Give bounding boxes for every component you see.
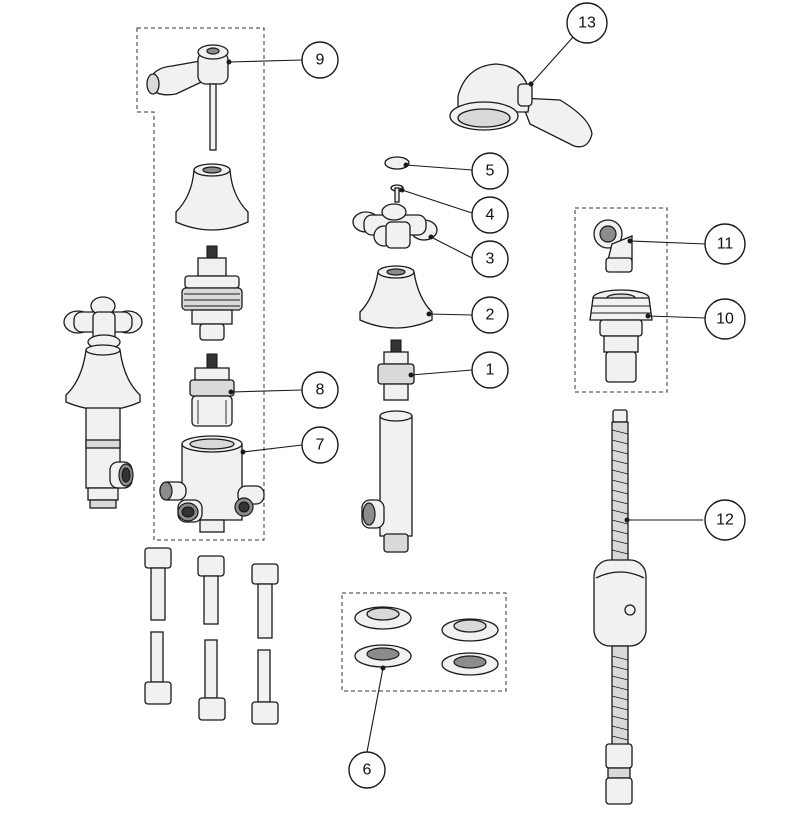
part-8-flow-cartridge xyxy=(189,353,235,427)
callout-9-label: 9 xyxy=(316,52,325,69)
callout-13: 13 xyxy=(566,2,608,44)
callout-13-label: 13 xyxy=(578,15,596,32)
callout-11: 11 xyxy=(704,223,746,265)
callout-4: 4 xyxy=(471,196,509,234)
leader-lines xyxy=(228,35,707,753)
part-9-diverter-lever xyxy=(146,44,232,151)
diverter-shroud xyxy=(175,163,249,231)
callout-1: 1 xyxy=(471,351,509,389)
callout-7: 7 xyxy=(301,426,339,464)
part-4-screw xyxy=(390,184,405,203)
part-6-washers xyxy=(354,606,499,676)
callout-9: 9 xyxy=(301,41,339,79)
callout-1-label: 1 xyxy=(486,362,495,379)
callout-12-label: 12 xyxy=(716,512,734,529)
part-2-shroud xyxy=(359,265,433,329)
part-10-outlet xyxy=(589,289,653,383)
connector-tails xyxy=(144,547,279,725)
callout-3-label: 3 xyxy=(486,251,495,268)
part-3-cross-handle xyxy=(352,203,438,249)
callout-8: 8 xyxy=(301,371,339,409)
group-box-washers xyxy=(341,592,507,692)
callout-3: 3 xyxy=(471,240,509,278)
part-12-hose xyxy=(593,409,647,805)
part-1-cartridge xyxy=(377,339,415,401)
callout-11-label: 11 xyxy=(717,236,734,253)
callout-2-label: 2 xyxy=(486,307,495,324)
center-valve-body xyxy=(361,410,413,553)
diverter-cartridge xyxy=(181,245,243,341)
callout-5-label: 5 xyxy=(486,163,495,180)
callout-10-label: 10 xyxy=(716,311,734,328)
callout-2: 2 xyxy=(471,296,509,334)
callout-10: 10 xyxy=(704,298,746,340)
callout-12: 12 xyxy=(704,499,746,541)
callout-7-label: 7 xyxy=(316,437,325,454)
part-11-elbow xyxy=(593,219,633,273)
part-5-cap xyxy=(384,156,410,170)
group-box-diverter xyxy=(136,27,265,541)
part-13-shower-handset xyxy=(449,63,593,148)
callout-5: 5 xyxy=(471,152,509,190)
callout-4-label: 4 xyxy=(486,207,495,224)
assembled-valve-left xyxy=(63,296,143,509)
callout-6: 6 xyxy=(348,751,386,789)
callout-8-label: 8 xyxy=(316,382,325,399)
part-7-valve-body xyxy=(159,435,265,533)
group-box-shower-fittings xyxy=(574,207,668,393)
callout-6-label: 6 xyxy=(363,762,372,779)
